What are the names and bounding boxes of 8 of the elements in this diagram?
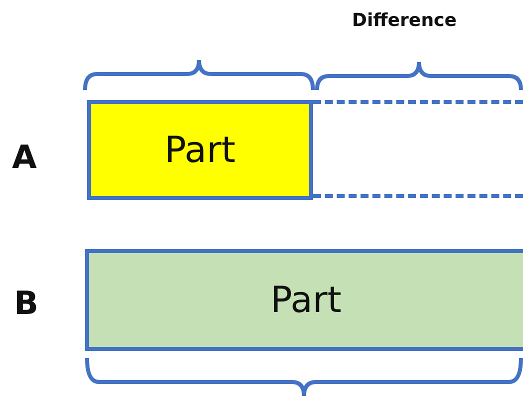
part-bar	[87, 100, 313, 200]
part-label: Part	[270, 280, 342, 320]
part-label: Part	[164, 130, 236, 170]
difference-label: Difference	[352, 10, 457, 31]
row-label: A	[12, 138, 37, 176]
row-label: B	[14, 284, 38, 322]
part-bar	[85, 249, 523, 351]
difference-bar	[313, 100, 523, 198]
